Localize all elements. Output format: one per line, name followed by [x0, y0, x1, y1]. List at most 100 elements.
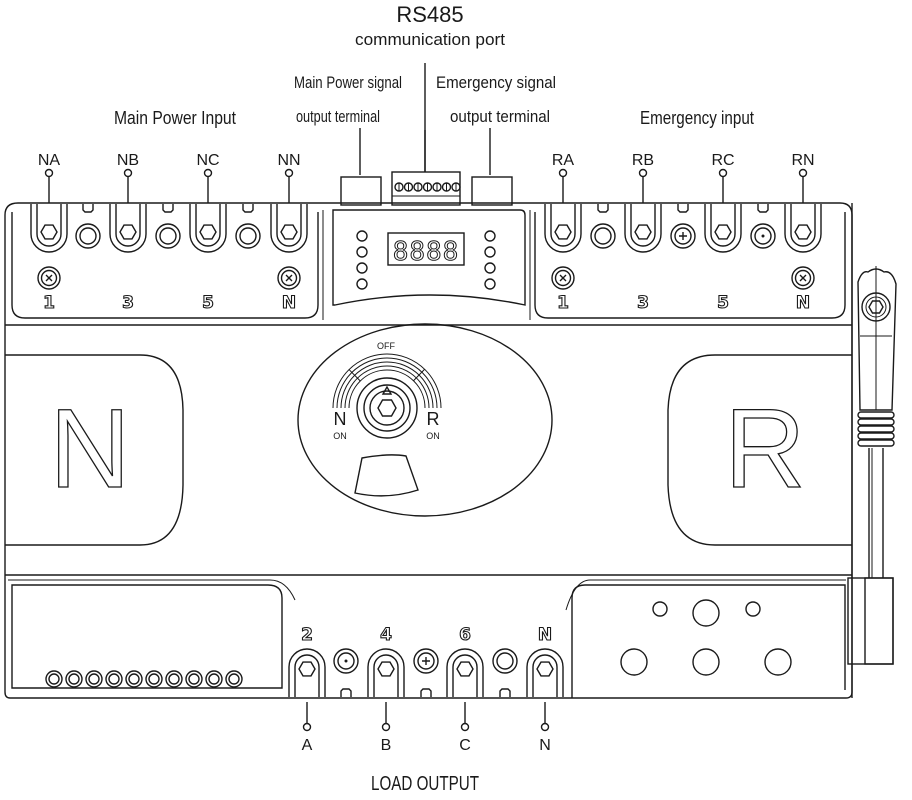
terminal-label-nn: NN: [277, 152, 300, 169]
right-r-panel: [667, 354, 852, 546]
notch: [420, 688, 432, 697]
lug-outer: [30, 204, 68, 253]
washer: [155, 223, 181, 249]
cross-screw-icon: [674, 227, 692, 245]
emergency-signal-terminal[interactable]: [471, 176, 513, 206]
terminal-label-rb: RB: [632, 152, 654, 169]
washer: [492, 648, 518, 674]
terminal-dot: [540, 722, 550, 732]
main-input-module: [11, 212, 319, 319]
aux-terminal-row: [45, 670, 243, 688]
main-power-input-label: Main Power Input: [114, 108, 236, 128]
switch-left-letter: N: [334, 409, 347, 429]
lug-outer: [367, 648, 405, 697]
lug-outer: [704, 204, 742, 253]
main-lug-na[interactable]: [30, 204, 68, 253]
ground-screw: [277, 266, 301, 290]
hex-screw-icon: [714, 224, 732, 240]
terminal-number: 3: [122, 293, 134, 313]
hex-screw-icon: [554, 224, 572, 240]
load-lug-c[interactable]: [446, 648, 484, 697]
pointer-triangle-icon: [381, 385, 393, 395]
terminal-number: 1: [557, 293, 569, 313]
round-screw-icon: [594, 227, 612, 245]
lug-inner: [115, 204, 141, 247]
round-screw-icon: [239, 227, 257, 245]
cross-screw-icon: [417, 652, 435, 670]
lug-inner: [710, 204, 736, 247]
main-signal-terminal[interactable]: [340, 176, 382, 206]
round-screw-icon: [159, 227, 177, 245]
washer: [750, 223, 776, 249]
led-right-2: [484, 246, 496, 258]
lug-outer: [189, 204, 227, 253]
terminal-label-ra: RA: [552, 152, 575, 169]
hex-screw-icon: [456, 661, 474, 677]
terminal-label-rc: RC: [711, 152, 734, 169]
washer: [333, 648, 359, 674]
terminal-dot: [460, 722, 470, 732]
emergency-input-label: Emergency input: [640, 108, 754, 128]
left-n-panel: [5, 354, 184, 546]
main-lug-nc[interactable]: [189, 204, 227, 253]
terminal-dot: [558, 168, 568, 178]
load-lug-n[interactable]: [526, 648, 564, 697]
terminal-label-load-b: B: [381, 737, 392, 754]
terminal-number: 3: [637, 293, 649, 313]
lug-inner: [195, 204, 221, 247]
dot-screw-icon: [754, 227, 772, 245]
arc-line: [344, 365, 430, 409]
terminal-label-load-n: N: [539, 737, 551, 754]
emg-lug-rc[interactable]: [704, 204, 742, 253]
led-left-4: [356, 278, 368, 290]
rotary-switch[interactable]: [356, 377, 418, 439]
left-panel-letter: N: [50, 386, 131, 511]
main-lug-nn[interactable]: [270, 204, 308, 253]
handle-slot[interactable]: [354, 454, 419, 497]
led-right-1: [484, 230, 496, 242]
load-lug-a[interactable]: [288, 648, 326, 697]
aux-terminal: [165, 670, 183, 688]
aux-terminal: [65, 670, 83, 688]
notch: [677, 204, 689, 213]
indicator-leds: [356, 230, 496, 290]
aux-terminal: [145, 670, 163, 688]
arc-line: [336, 357, 438, 409]
aux-terminal: [225, 670, 243, 688]
lug-inner: [294, 654, 320, 697]
ground-screw: [37, 266, 61, 290]
terminal-dot: [718, 168, 728, 178]
load-output-label: LOAD OUTPUT: [371, 773, 479, 795]
main-lug-nb[interactable]: [109, 204, 147, 253]
hex-screw-icon: [634, 224, 652, 240]
ground-screw: [791, 266, 815, 290]
switch-arc-scale: [332, 353, 442, 409]
lug-inner: [630, 204, 656, 247]
notch: [757, 204, 769, 213]
emg-lug-rb[interactable]: [624, 204, 662, 253]
display-module: [332, 209, 526, 306]
module-edge: [8, 579, 296, 601]
terminal-dot: [302, 722, 312, 732]
emg-lug-ra[interactable]: [544, 204, 582, 253]
display-digits: 8888: [393, 237, 460, 267]
body-outline: [4, 202, 853, 699]
notch: [499, 688, 511, 697]
load-lug-b[interactable]: [367, 648, 405, 697]
rs485-subtitle: communication port: [355, 30, 505, 49]
hex-screw-icon: [119, 224, 137, 240]
terminal-number: 4: [380, 625, 392, 645]
arc-divider: [413, 368, 425, 382]
switch-right-letter: R: [427, 409, 440, 429]
cross-screw-icon: [799, 274, 807, 282]
lug-inner: [532, 654, 558, 697]
manual-lever[interactable]: [847, 203, 897, 698]
hex-screw-icon: [298, 661, 316, 677]
terminal-dot: [44, 168, 54, 178]
hex-screw-icon: [40, 224, 58, 240]
emg-lug-rn[interactable]: [784, 204, 822, 253]
terminal-dot: [284, 168, 294, 178]
